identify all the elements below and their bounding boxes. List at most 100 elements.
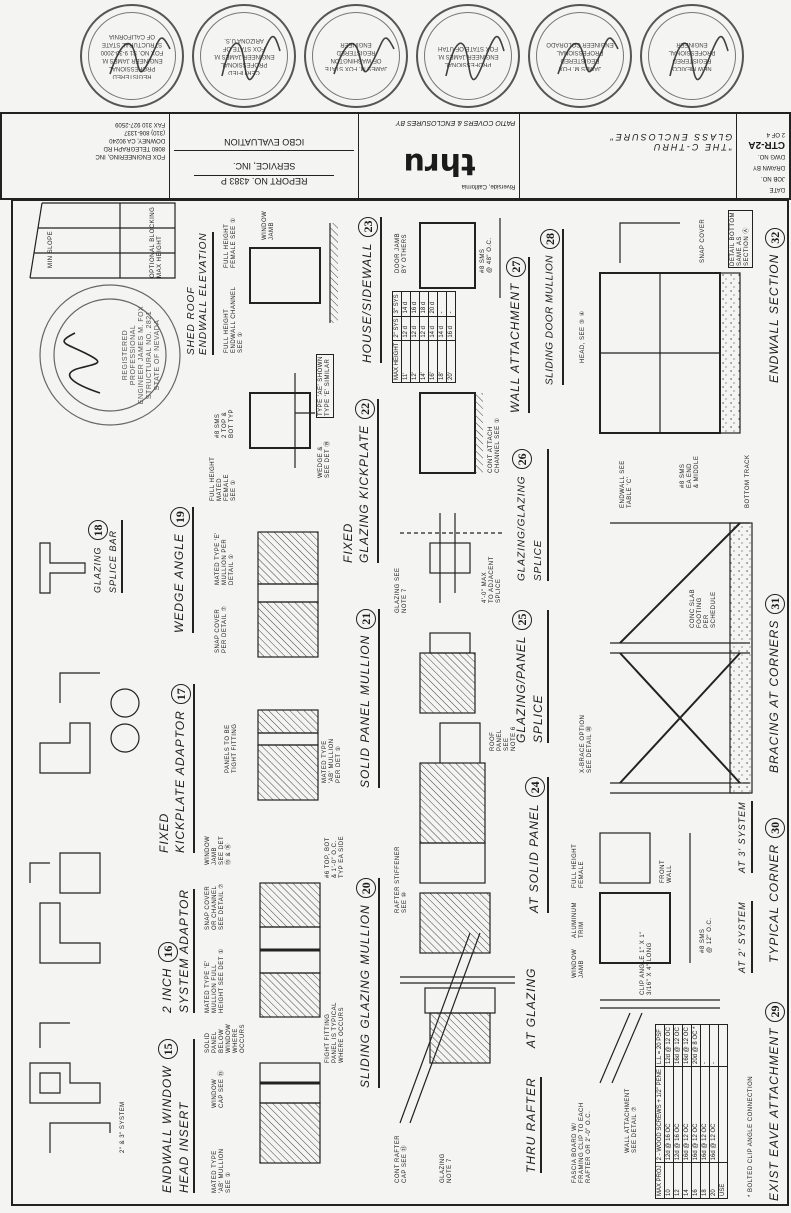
detail-29-title: EXIST EAVE ATTACHMENT 29 xyxy=(765,1001,789,1201)
detail-number: 19 xyxy=(170,507,190,528)
cell xyxy=(718,1024,728,1067)
note: HEAD, SEE ③ ④ xyxy=(580,310,586,363)
cell: 12d @ 16 OC xyxy=(673,1066,683,1163)
detail-28-title: SLIDING DOOR MULLION 28 xyxy=(540,228,564,385)
title-text: SLIDING DOOR MULLION xyxy=(544,254,556,385)
engineer-seal-new-mexico: NEW MEXICO REGISTERED PROFESSIONAL ENGIN… xyxy=(640,4,744,108)
detail-number: 29 xyxy=(765,1001,785,1022)
title-text: FIXED xyxy=(341,522,355,563)
note: TYPE 'AE' SHOWN TYPE 'E' SIMILAR xyxy=(316,354,334,418)
shed-elevation xyxy=(29,202,176,279)
engineer-seal-california: REGISTERED PROFESSIONAL ENGINEER JAMES M… xyxy=(80,4,184,108)
cell: 14 d xyxy=(401,291,411,317)
title-text: SHED ROOF xyxy=(186,286,197,355)
cell: 16d @ 12 OC xyxy=(682,1024,692,1067)
note: WINDOW JAMB xyxy=(572,948,585,978)
title-text: WEDGE ANGLE xyxy=(172,533,187,633)
detail-number: 31 xyxy=(765,593,785,614)
note: GLAZING SEE NOTE 7 xyxy=(395,567,408,613)
cell: - xyxy=(709,1024,719,1067)
note: FRONT WALL xyxy=(660,859,673,883)
detail-number: 24 xyxy=(525,777,545,798)
title-text: KICKPLATE ADAPTOR xyxy=(173,710,188,853)
detail-number: 27 xyxy=(506,256,526,277)
corner-2ft-label: AT 2' SYSTEM xyxy=(736,901,753,973)
cell: 20 d xyxy=(428,291,438,317)
cell: 12 d xyxy=(419,316,429,341)
detail-number: 21 xyxy=(356,608,376,629)
rafter-assembly xyxy=(399,892,515,1124)
title-text: EXIST EAVE ATTACHMENT xyxy=(767,1027,782,1201)
note: SOLID PANEL BELOW WINDOW WHERE OCCURS xyxy=(205,1023,246,1053)
note: FULL HEIGHT FEMALE xyxy=(572,843,585,888)
title-text: 2 INCH xyxy=(160,967,175,1013)
cell: 16d @ 12 OC xyxy=(673,1024,683,1067)
cell: 11' xyxy=(401,340,411,383)
note: * BOLTED CLIP ANGLE CONNECTION xyxy=(748,1075,754,1197)
title-text: BRACING AT CORNERS xyxy=(767,619,782,773)
header-cell: L.L = 20 PSF xyxy=(655,1024,665,1067)
cell: - xyxy=(446,291,456,317)
title-text: SYSTEM ADAPTOR xyxy=(177,888,191,1013)
table-row: USE xyxy=(718,1024,728,1199)
cell: 16' xyxy=(428,340,438,383)
cell: 12d @ 12 OC xyxy=(664,1024,674,1067)
detail-24-title: AT SOLID PANEL24 xyxy=(525,777,549,913)
title-text: AT 3' SYSTEM xyxy=(737,801,747,873)
cell: 10 xyxy=(664,1162,674,1199)
note: MATED TYPE 'AB' MULLION SEE ① xyxy=(212,1148,232,1193)
cell: 16 d xyxy=(410,291,420,317)
note: X-BRACE OPTION SEE DETAIL ⑳ xyxy=(580,714,593,773)
note: WINDOW CAP SEE ⑮ xyxy=(212,1069,225,1108)
detail-27-title: WALL ATTACHMENT27 xyxy=(506,256,530,413)
cell: 14 xyxy=(682,1162,692,1199)
cell: 18 xyxy=(700,1162,710,1199)
title-text: ENDWALL SECTION xyxy=(767,253,782,383)
note: FASCIA BOARD W/ FRAMING CLIP TO EACH RAF… xyxy=(572,1102,592,1183)
cell: 12 d xyxy=(410,316,420,341)
note: CONT RAFTER CAP SEE ⑬ xyxy=(395,1134,408,1183)
note: MATED TYPE 'AB' MULLION PER DET ① xyxy=(322,738,342,783)
note: WALL ATTACHMENT SEE DETAIL ⑦ xyxy=(625,1088,638,1153)
detail-19-title: WEDGE ANGLE 19 xyxy=(170,507,194,633)
detail-32-title: ENDWALL SECTION 32 xyxy=(765,227,789,383)
note: 2" & 3" SYSTEM xyxy=(120,1101,126,1153)
detail-number: 23 xyxy=(358,216,378,237)
assembly-24 xyxy=(419,722,486,884)
note: ENDWALL SEE TABLE 'C' xyxy=(620,460,633,508)
assembly-20 xyxy=(259,882,321,1164)
cell: 16d @ 12 OC xyxy=(691,1066,701,1163)
header-cell: 2" SYS xyxy=(392,316,402,341)
cell: USE xyxy=(718,1162,728,1199)
note: OPTIONAL BLOCKING MAX HEIGHT xyxy=(150,206,163,278)
detail-20-title: SLIDING GLAZING MULLION20 xyxy=(356,878,380,1088)
cell: 16d @ 12 OC xyxy=(709,1066,719,1163)
cell: 16 d xyxy=(446,316,456,341)
title-text: AT GLAZING xyxy=(524,967,538,1048)
note: GLAZING NOTE 7 xyxy=(440,1153,453,1183)
cell: 18 d xyxy=(419,291,429,317)
note: FIGHT FITTING PANEL IS TYPICAL WHERE OCC… xyxy=(325,1002,345,1063)
detail-21-title: SOLID PANEL MULLION21 xyxy=(356,608,380,788)
note: MATED TYPE 'E' MULLION PER DETAIL ① xyxy=(215,532,235,585)
assembly-28 xyxy=(419,218,501,298)
table-row: 20'16 d- xyxy=(446,291,456,383)
detail-number: 28 xyxy=(540,228,560,249)
detail-number: 18 xyxy=(88,520,108,541)
title-text: GLAZING xyxy=(92,546,103,593)
header-cell: MAX HEIGHT xyxy=(392,340,402,383)
detail-number: 32 xyxy=(765,227,785,248)
note: #8 SMS EA END & MIDDLE xyxy=(680,455,700,488)
header-cell: 3" SYS xyxy=(392,291,402,317)
